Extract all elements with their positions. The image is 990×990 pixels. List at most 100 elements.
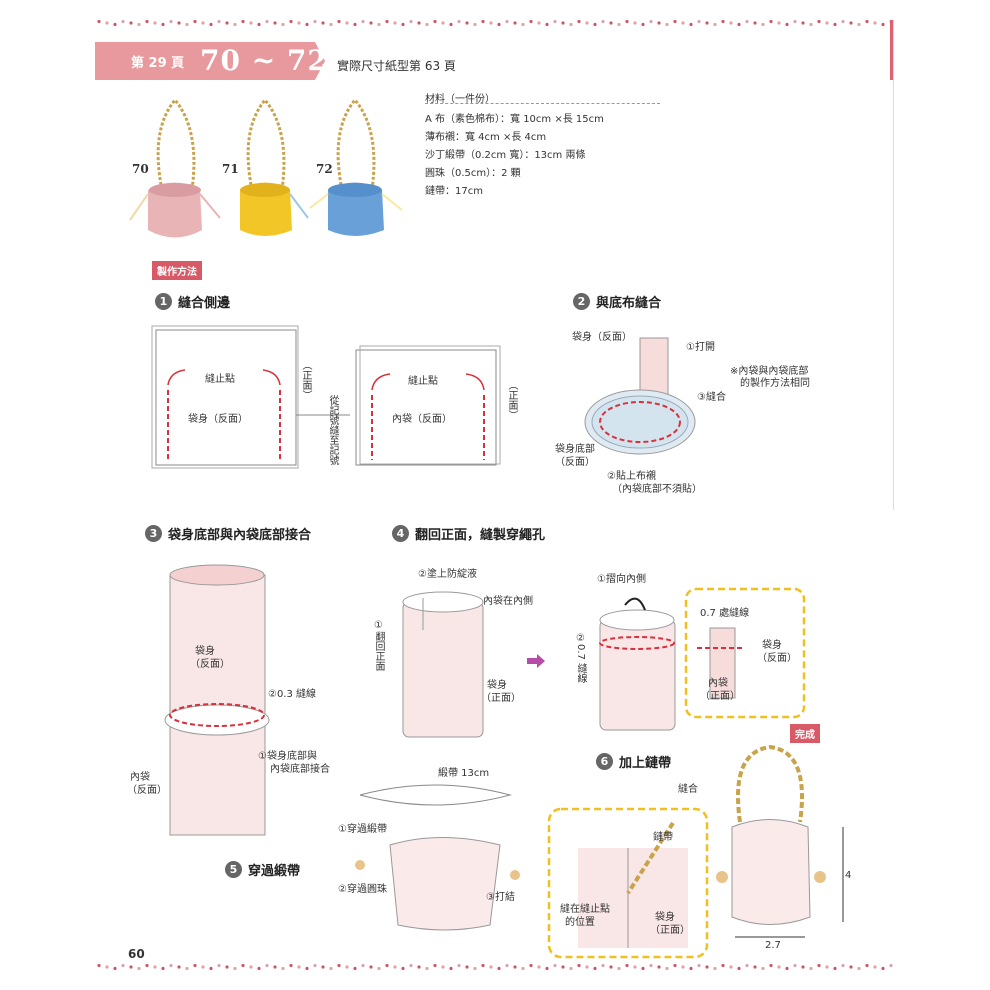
- step5-bead: ②穿過圓珠: [338, 884, 387, 895]
- border-dot: [601, 19, 605, 24]
- detail-inner-line1: 內袋: [708, 678, 728, 689]
- border-dot: [569, 22, 573, 27]
- border-dot: [177, 21, 181, 25]
- border-dot: [401, 966, 405, 971]
- border-dot: [745, 19, 749, 24]
- header-band: [95, 42, 315, 80]
- border-dot: [569, 966, 573, 971]
- border-dot: [233, 966, 237, 971]
- border-dot: [585, 21, 589, 25]
- detail-inner-line2: （正面）: [700, 691, 740, 702]
- border-dot: [225, 965, 229, 969]
- border-dot: [369, 965, 373, 969]
- border-dot: [249, 21, 253, 25]
- border-dot: [273, 21, 277, 25]
- border-dot: [449, 966, 453, 971]
- border-dot: [809, 22, 813, 27]
- border-dot: [873, 21, 877, 25]
- step-number: 4: [392, 525, 409, 542]
- width-dimension: 2.7: [765, 940, 781, 951]
- border-dot: [777, 21, 781, 25]
- step6-body-line2: （正面）: [650, 925, 690, 936]
- border-dot: [169, 19, 173, 24]
- border-dot: [305, 966, 309, 971]
- side-accent-bar: [890, 20, 893, 80]
- border-dot: [489, 965, 493, 969]
- border-dot: [241, 19, 245, 24]
- step6-sew: 縫合: [678, 784, 698, 795]
- detail-body-line2: （反面）: [757, 653, 797, 664]
- border-dot: [281, 966, 285, 971]
- border-dot: [833, 966, 837, 971]
- border-dot: [753, 965, 757, 969]
- step5-ribbon: 緞帶 13cm: [438, 768, 490, 779]
- border-dot: [849, 965, 853, 969]
- border-dot: [337, 19, 341, 24]
- border-dot: [689, 22, 693, 27]
- border-dot: [233, 22, 237, 27]
- border-dot: [409, 963, 413, 968]
- border-dot: [497, 966, 501, 971]
- border-dot: [113, 966, 117, 971]
- step3-sew03: ②0.3 縫線: [268, 689, 317, 700]
- border-dot: [873, 965, 877, 969]
- border-dot: [425, 966, 429, 971]
- header-band-tip: [315, 42, 325, 80]
- step-number: 5: [225, 861, 242, 878]
- border-dot: [777, 965, 781, 969]
- border-dot: [769, 963, 773, 968]
- border-dot: [457, 19, 461, 24]
- step3-inner-line2: （反面）: [127, 785, 167, 796]
- border-dot: [185, 22, 189, 27]
- border-dot: [705, 965, 709, 969]
- step6-body-line1: 袋身: [655, 912, 675, 923]
- step1-stop-point: 縫止點: [205, 374, 235, 385]
- step4-fold-in: ①摺向內側: [597, 574, 646, 585]
- border-dot: [881, 966, 885, 971]
- border-dot: [537, 965, 541, 969]
- border-dot: [881, 22, 885, 27]
- border-dot: [865, 963, 869, 968]
- border-dot: [193, 19, 197, 24]
- border-dot: [673, 963, 677, 968]
- border-dot: [825, 965, 829, 969]
- border-dot: [697, 963, 701, 968]
- border-dot: [633, 21, 637, 25]
- border-dot: [801, 21, 805, 25]
- border-dot: [657, 21, 661, 25]
- step3-body-line1: 袋身: [195, 646, 215, 657]
- border-dot: [721, 963, 725, 968]
- detail-body-line1: 袋身: [762, 640, 782, 651]
- step4-inner-inside: 內袋在內側: [483, 596, 533, 607]
- border-dot: [161, 966, 165, 971]
- border-dot: [665, 966, 669, 971]
- bag-number-71: 71: [222, 162, 239, 176]
- step2-bottom-line1: 袋身底部: [555, 444, 595, 455]
- step2-sew: ③縫合: [697, 392, 726, 403]
- materials-rule: [425, 103, 660, 104]
- step1-front-2: （正面）: [506, 380, 517, 420]
- border-dot: [505, 19, 509, 24]
- bag-number-70: 70: [132, 162, 149, 176]
- right-rule: [893, 20, 894, 510]
- border-dot: [289, 963, 293, 968]
- border-dot: [137, 22, 141, 27]
- border-dot: [161, 22, 165, 27]
- step-title: 與底布縫合: [596, 296, 662, 311]
- border-dot: [145, 19, 149, 24]
- border-dot: [369, 21, 373, 25]
- border-dot: [561, 21, 565, 25]
- border-dot: [553, 963, 557, 968]
- border-dot: [865, 19, 869, 24]
- border-dot: [497, 22, 501, 27]
- border-dot: [353, 22, 357, 27]
- border-dot: [97, 963, 101, 968]
- border-dot: [545, 966, 549, 971]
- step2-interfacing-line2: （內袋底部不須貼）: [612, 484, 702, 495]
- border-dot: [153, 965, 157, 969]
- border-dot: [257, 22, 261, 27]
- border-dot: [129, 965, 133, 969]
- materials-title: 材料（一件份）: [425, 94, 495, 105]
- material-item: 薄布襯：寬 4cm ×長 4cm: [425, 132, 547, 143]
- border-dot: [129, 21, 133, 25]
